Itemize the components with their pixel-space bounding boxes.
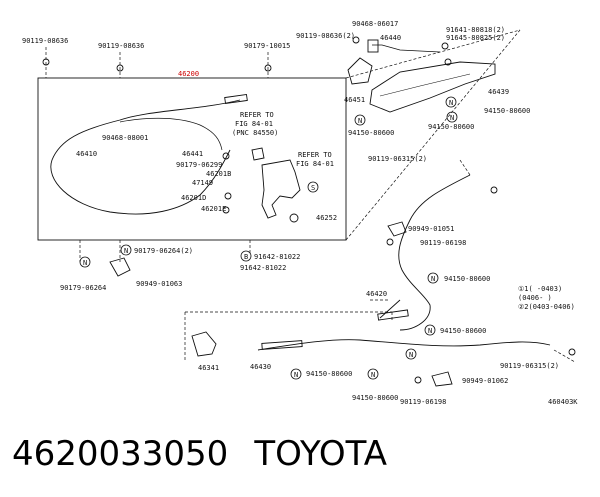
part-label: 46410 [76,150,97,158]
part-label: 90949-01062 [462,377,508,385]
part-label: 90119-08636 [98,42,144,50]
part-label: 91642-81022 [254,253,300,261]
assembly-box [37,77,347,241]
marker-n: N [124,247,128,255]
part-label: 90949-01051 [408,225,454,233]
marker-n: N [358,117,362,125]
part-label: 90468-06017 [352,20,398,28]
brand-name: TOYOTA [254,434,388,474]
part-label: 46439 [488,88,509,96]
part-label: 46451 [344,96,365,104]
part-label: 91641-80818(2) [446,26,505,34]
part-label: 47149 [192,179,213,187]
part-label: 90119-06198 [420,239,466,247]
part-label: 94150-80600 [484,107,530,115]
clip-46341 [191,331,217,357]
marker-n: N [450,114,454,122]
part-label: 90179-10015 [244,42,290,50]
part-label: 90179-06264(2) [134,247,193,255]
marker-b: B [244,253,248,261]
part-label: 90119-06315(2) [368,155,427,163]
part-label: 90468-08001 [102,134,148,142]
part-label: 91645-80825(2) [446,34,505,42]
part-label: 94150-80600 [440,327,486,335]
marker-n: N [409,351,413,359]
part-label: 46430 [250,363,271,371]
marker-n: N [428,327,432,335]
reference-note: REFER TO [298,151,332,159]
part-label: 46201B [206,170,231,178]
reference-note: FIG 84-01 [296,160,334,168]
note-label: (0406- ) [518,294,552,302]
reference-note: (PNC 84550) [232,129,278,137]
bracket-46451 [347,57,373,85]
part-label: 90949-01063 [136,280,182,288]
parking-brake-parts-diagram: N N N N N N N N N N S B 90119-08636 9011… [22,20,578,406]
part-label: 46201E [201,205,226,213]
part-label: 90119-06198 [400,398,446,406]
part-label: 90179-06264 [60,284,106,292]
lever-assembly [261,159,301,219]
product-caption: 4620033050 TOYOTA [12,434,387,474]
marker-s: S [311,184,315,192]
part-label: 91642-81022 [240,264,286,272]
note-label: ①1( -0403) [518,285,562,293]
reference-note: FIG 84-01 [235,120,273,128]
part-number: 4620033050 [12,434,229,474]
part-label: 90179-06299 [176,161,222,169]
part-label: 94150-80600 [428,123,474,131]
front-cable-46410 [50,99,241,215]
part-label: 90119-08636 [22,37,68,45]
part-label: 46201D [181,194,206,202]
marker-n: N [449,99,453,107]
part-label: 46441 [182,150,203,158]
marker-n: N [431,275,435,283]
part-label: 90119-06315(2) [500,362,559,370]
figure-code: 460403K [548,398,578,406]
part-label: 46420 [366,290,387,298]
bracket-46439 [369,61,496,113]
marker-n: N [371,371,375,379]
reference-note: REFER TO [240,111,274,119]
part-label: 94150-80600 [352,394,398,402]
rear-cable-46420 [398,174,471,331]
rear-cable-46430 [257,339,551,351]
part-label-highlighted: 46200 [178,70,199,78]
part-label: 94150-80600 [444,275,490,283]
marker-n: N [294,371,298,379]
part-label: 94150-80600 [348,129,394,137]
part-label: 46341 [198,364,219,372]
part-label: 46252 [316,214,337,222]
note-label: ②2(0403-0406) [518,303,575,311]
part-label: 94150-80600 [306,370,352,378]
marker-n: N [83,259,87,267]
part-label: 90119-08636(2) [296,32,355,40]
part-label: 46440 [380,34,401,42]
